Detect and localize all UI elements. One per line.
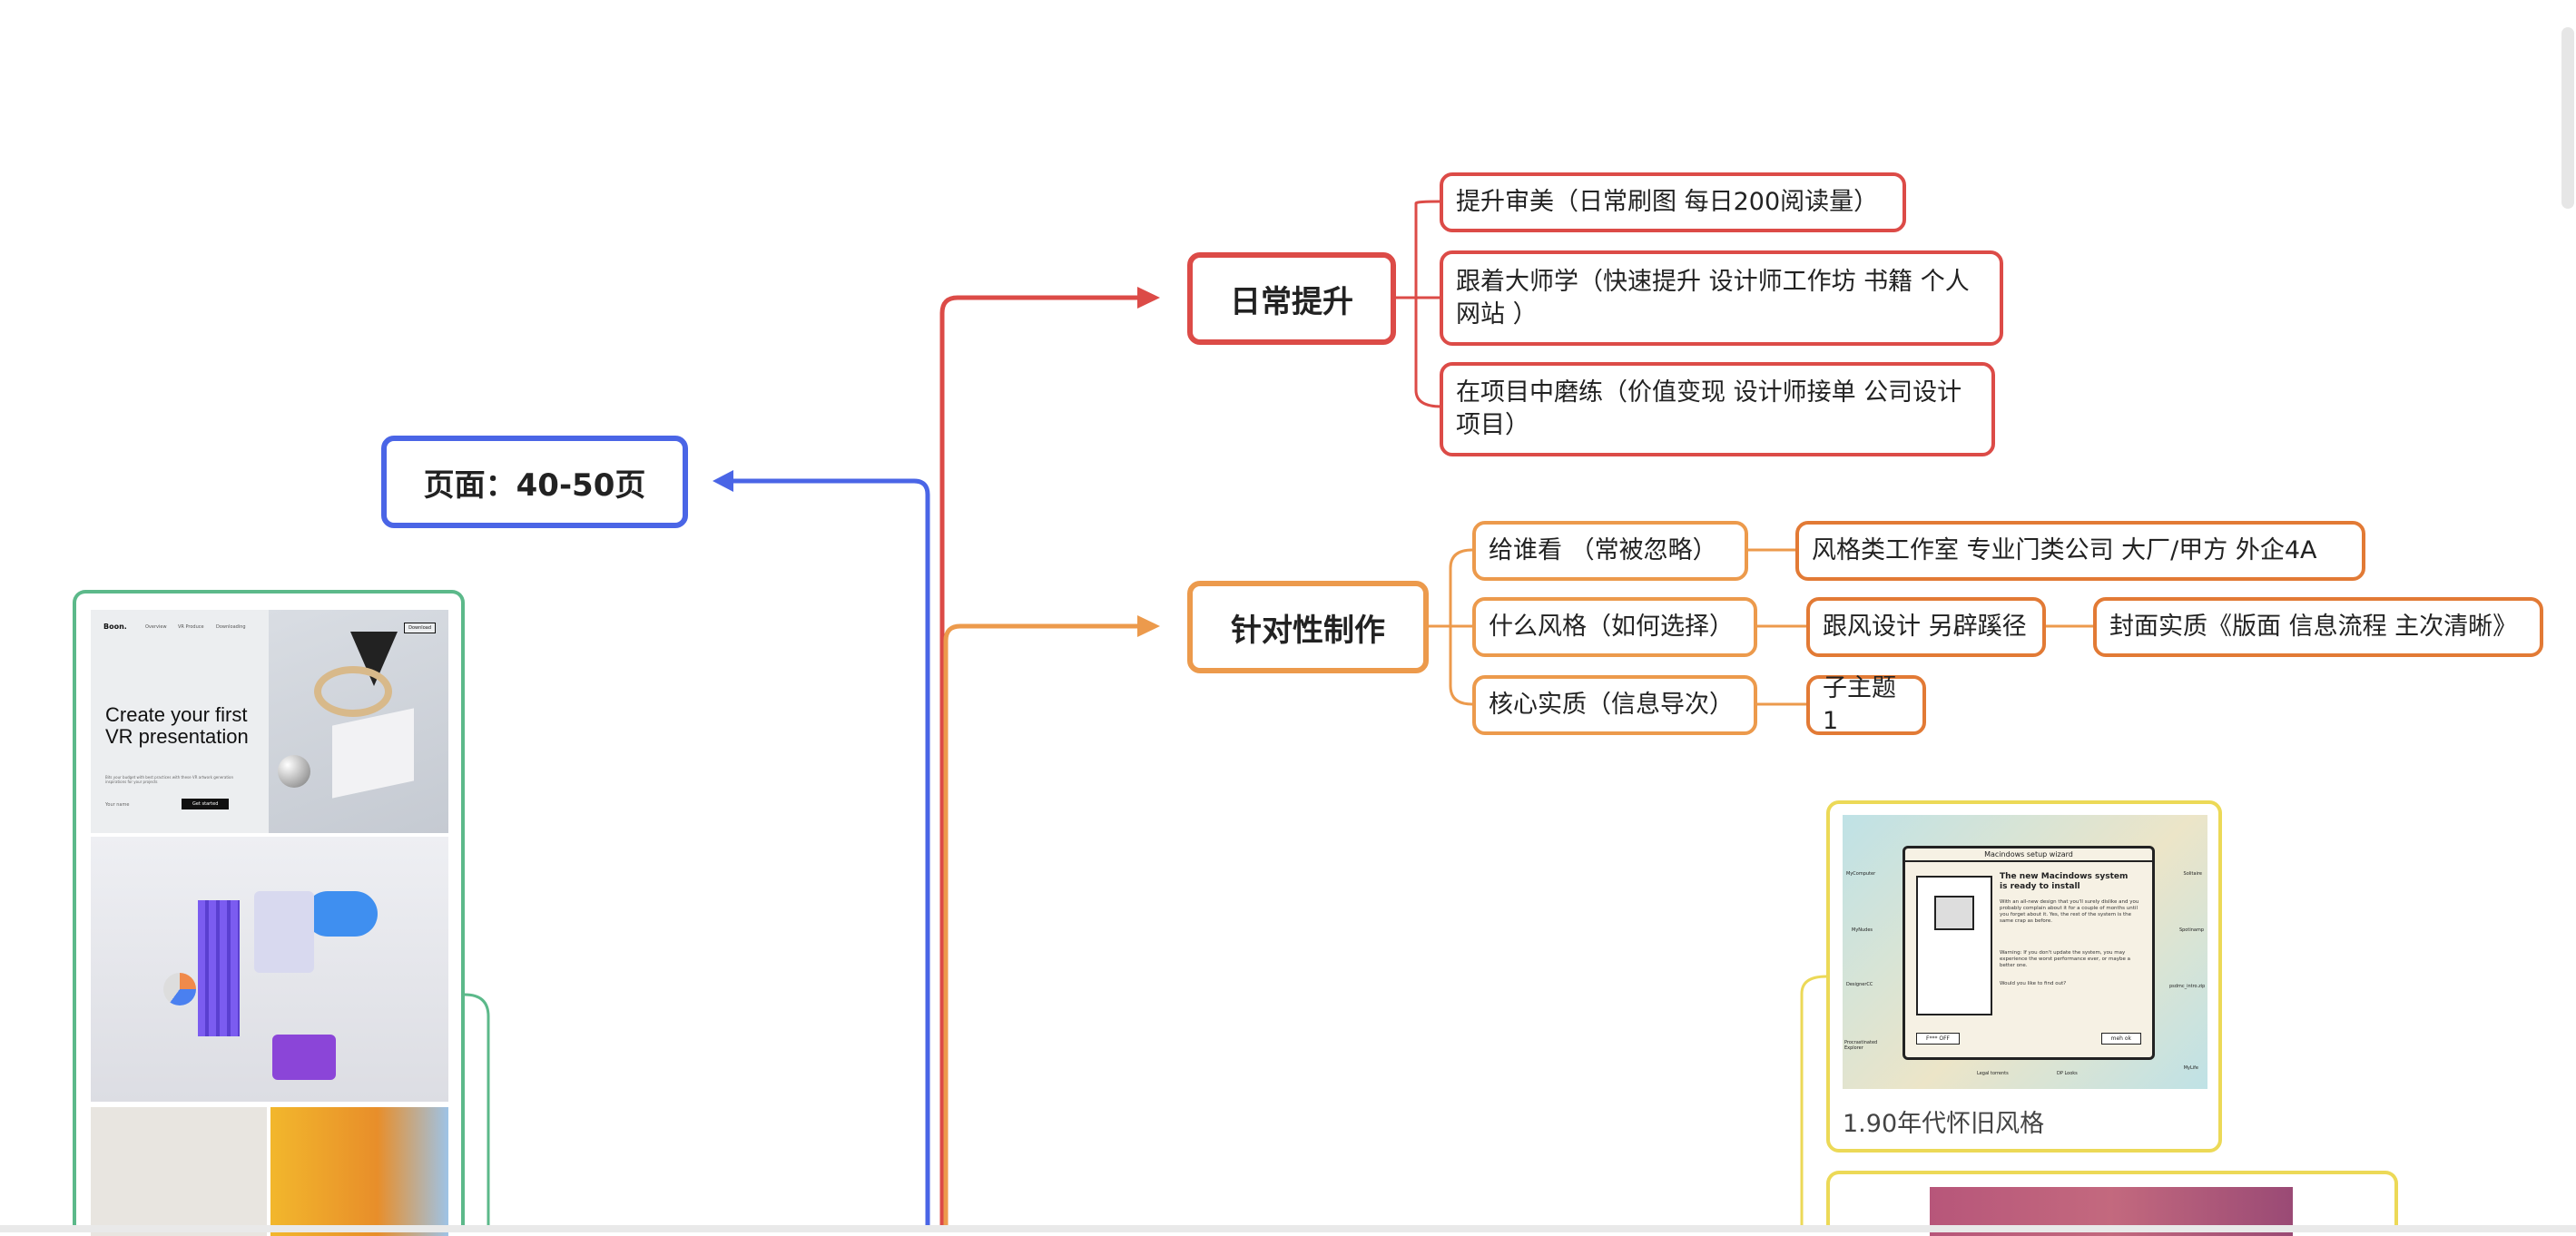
root-node-pages[interactable]: 页面：40-50页 (381, 436, 688, 528)
vr-headline: Create your first VR presentation (105, 703, 249, 748)
vr-card-middle-panel (91, 837, 448, 1102)
topic-aesthetics[interactable]: 提升审美（日常刷图 每日200阅读量） (1440, 172, 1906, 232)
green-card-connector (464, 993, 490, 1232)
desktop-icon-1: MyComputer (1846, 871, 1876, 877)
desktop-icon-3: DesignerCC (1846, 982, 1873, 987)
vr-nav-2: VR Produce (178, 624, 204, 630)
desktop-icon-4: Procrastinated Explorer (1844, 1040, 1878, 1051)
branch1-children-bracket (1394, 200, 1442, 408)
topic-label: 跟风设计 另辟蹊径 (1823, 613, 2027, 641)
vr-brand: Boon. (103, 623, 127, 631)
vr-card-top-panel: Boon. Overview VR Produce Downloading Do… (91, 610, 448, 833)
vr-hero-image (269, 610, 448, 833)
subtopic-1[interactable]: 子主题 1 (1806, 674, 1926, 735)
retro-body-1: With an all-new design that you'll surel… (2000, 899, 2139, 924)
vr-subtext: Bits your budget with best practices wit… (105, 775, 234, 784)
taskbar-item-1: Legal torrents (1977, 1071, 2009, 1076)
topic-label: 给谁看 （常被忽略） (1489, 536, 1717, 564)
branch2-children-bracket (1427, 548, 1473, 706)
horizontal-scrollbar-track[interactable] (0, 1225, 2576, 1232)
vr-nav-3: Downloading (216, 624, 246, 630)
retro-caption: 1.90年代怀旧风格 (1843, 1110, 2045, 1138)
panel-shape (254, 891, 314, 973)
branch2-connector (943, 623, 1139, 1232)
desktop-icon-6: Spotinamp (2178, 927, 2204, 933)
ring-shape (314, 666, 392, 717)
setup-window: Macindows setup wizard The new Macindows… (1903, 846, 2155, 1060)
topic-audience[interactable]: 给谁看 （常被忽略） (1472, 521, 1748, 581)
cloud-shape (305, 891, 378, 937)
branch1-arrow (1137, 287, 1160, 309)
root-arrow (713, 470, 733, 492)
topic-label: 封面实质《版面 信息流程 主次清晰》 (2109, 613, 2518, 641)
vr-presentation-image-card[interactable]: Boon. Overview VR Produce Downloading Do… (73, 590, 465, 1236)
desktop-icon-5: Solitaire (2183, 871, 2202, 877)
topic-project-practice[interactable]: 在项目中磨练（价值变现 设计师接单 公司设计项目） (1440, 362, 1995, 456)
topic-style[interactable]: 什么风格（如何选择） (1472, 597, 1757, 657)
purple-pillar (198, 900, 240, 1036)
bottom-right-image (270, 1107, 448, 1236)
topic-label: 子主题 1 (1823, 674, 1896, 735)
desktop-icon-2: MyNudes (1852, 927, 1873, 933)
subtopic-studio-types[interactable]: 风格类工作室 专业门类公司 大厂/甲方 外企4A (1795, 521, 2365, 581)
vr-cta: Get started (182, 799, 230, 809)
desktop-icon-7: psdmc_intro.zip (2169, 984, 2206, 989)
branch-daily-improvement[interactable]: 日常提升 (1187, 252, 1396, 345)
branch-label: 针对性制作 (1231, 612, 1385, 649)
root-connector (726, 478, 930, 1232)
branch-targeted-production[interactable]: 针对性制作 (1187, 581, 1429, 673)
cube-shape (332, 708, 414, 799)
topic-label: 跟着大师学（快速提升 设计师工作坊 书籍 个人网站 ） (1456, 267, 1970, 329)
window-title: Macindows setup wizard (1905, 849, 2152, 862)
retro-btn-left: F*** OFF (1916, 1033, 1960, 1045)
topic-learn-from-masters[interactable]: 跟着大师学（快速提升 设计师工作坊 书籍 个人网站 ） (1440, 250, 2003, 346)
ball-shape (163, 973, 196, 1005)
retro-btn-right: meh ok (2100, 1033, 2141, 1045)
subtopic-cover-essence[interactable]: 封面实质《版面 信息流程 主次清晰》 (2093, 597, 2543, 657)
retro-heading: The new Macindows system is ready to ins… (2000, 872, 2129, 891)
topic-label: 提升审美（日常刷图 每日200阅读量） (1456, 188, 1879, 216)
subtopic-follow-trend[interactable]: 跟风设计 另辟蹊径 (1806, 597, 2046, 657)
branch1-connector (939, 295, 1139, 1232)
topic-label: 风格类工作室 专业门类公司 大厂/甲方 外企4A (1812, 536, 2317, 564)
topic-label: 在项目中磨练（价值变现 设计师接单 公司设计项目） (1456, 378, 1962, 439)
retro-body-3: Would you like to find out? (2000, 981, 2067, 986)
vr-nav-1: Overview (145, 624, 167, 630)
bottom-left-image (91, 1107, 267, 1236)
topic-core-essence[interactable]: 核心实质（信息导次） (1472, 675, 1757, 735)
topic-label: 核心实质（信息导次） (1489, 691, 1734, 719)
sphere-shape (278, 755, 310, 788)
retro-screen: Macindows setup wizard The new Macindows… (1843, 815, 2207, 1089)
yellow-card-connector (1800, 975, 1827, 1232)
retro-body-2: Warning: If you don't update the system,… (2000, 950, 2131, 968)
vr-card-bottom-panel (91, 1107, 448, 1236)
branch2-arrow (1137, 615, 1160, 637)
computer-illustration (1916, 876, 1992, 1015)
card-shape (272, 1035, 336, 1080)
monitor-shape (1934, 896, 1974, 930)
retro-90s-image-card[interactable]: Macindows setup wizard The new Macindows… (1826, 800, 2222, 1153)
vertical-scrollbar[interactable] (2561, 27, 2574, 209)
taskbar-item-2: DP Looks (2057, 1071, 2078, 1076)
vr-download-button: Download (404, 623, 436, 633)
vr-name-input: Your name (105, 802, 130, 808)
yellow-image-card-2[interactable] (1826, 1171, 2398, 1236)
branch-label: 日常提升 (1230, 283, 1353, 320)
root-node-label: 页面：40-50页 (423, 466, 646, 504)
desktop-icon-8: MyLife (2183, 1065, 2198, 1071)
topic-label: 什么风格（如何选择） (1489, 613, 1734, 641)
